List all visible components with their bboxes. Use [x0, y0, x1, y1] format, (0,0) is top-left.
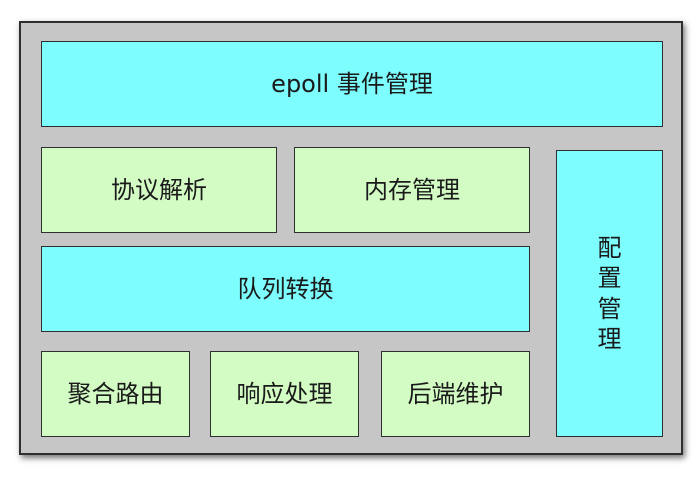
config-char-1: 配: [597, 234, 622, 263]
backend-maintenance-box: 后端维护: [381, 351, 530, 437]
queue-conversion-box: 队列转换: [41, 246, 530, 332]
config-char-4: 理: [597, 324, 622, 353]
response-handling-label: 响应处理: [236, 380, 333, 408]
memory-management-label: 内存管理: [364, 176, 460, 204]
config-management-box: 配 置 管 理: [556, 150, 663, 437]
config-char-3: 管: [597, 294, 622, 323]
memory-management-box: 内存管理: [294, 147, 530, 233]
response-handling-box: 响应处理: [210, 351, 359, 437]
protocol-parsing-box: 协议解析: [41, 147, 277, 233]
aggregate-routing-box: 聚合路由: [41, 351, 190, 437]
epoll-event-management-box: epoll 事件管理: [41, 41, 663, 127]
config-char-2: 置: [597, 264, 622, 293]
protocol-parsing-label: 协议解析: [111, 176, 207, 204]
architecture-frame: epoll 事件管理 协议解析 内存管理 队列转换 聚合路由 响应处理 后端维护…: [19, 21, 683, 455]
aggregate-routing-label: 聚合路由: [67, 380, 164, 408]
epoll-event-management-label: epoll 事件管理: [271, 70, 433, 98]
backend-maintenance-label: 后端维护: [407, 380, 504, 408]
queue-conversion-label: 队列转换: [237, 275, 334, 303]
